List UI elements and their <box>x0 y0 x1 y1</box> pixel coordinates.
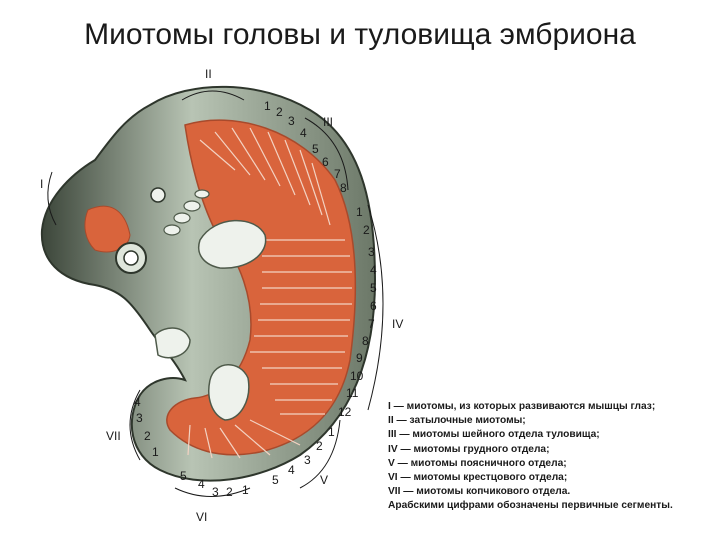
segment-number: 7 <box>334 167 341 181</box>
segment-number: 4 <box>198 477 205 491</box>
group-label-IV: IV <box>392 317 403 331</box>
pharyngeal-arches <box>163 189 210 236</box>
legend-line: III — миотомы шейного отдела туловища; <box>388 429 600 441</box>
legend-line: VI — миотомы крестцового отдела; <box>388 472 568 484</box>
lower-limb-bud <box>208 364 250 421</box>
segment-number: 1 <box>328 425 335 439</box>
group-brackets <box>47 90 384 497</box>
upper-limb-bud <box>198 219 267 269</box>
segment-number: 12 <box>338 405 352 419</box>
group-label-I: I <box>40 177 43 191</box>
segment-number: 3 <box>288 114 295 128</box>
segment-number: 1 <box>356 205 363 219</box>
segment-number: 4 <box>370 263 377 277</box>
page-title: Миотомы головы и туловища эмбриона <box>84 18 636 51</box>
segment-number: 1 <box>264 99 271 113</box>
segment-number: 5 <box>272 473 279 487</box>
segment-number: 8 <box>340 181 347 195</box>
segment-number: 5 <box>370 281 377 295</box>
coccygeal-numbers: 4 3 2 1 <box>134 395 159 459</box>
group-label-II: II <box>205 67 212 81</box>
segment-number: 3 <box>212 485 219 499</box>
segment-number: 11 <box>346 386 359 400</box>
segment-number: 4 <box>300 126 307 140</box>
cervical-numbers: 1 2 3 4 5 6 7 8 <box>264 99 347 195</box>
lumbar-numbers: 1 2 3 4 5 <box>272 425 335 487</box>
myotome-stripes <box>187 127 352 459</box>
segment-number: 4 <box>288 463 295 477</box>
segment-number: 5 <box>180 469 187 483</box>
ear-vesicle <box>150 187 166 203</box>
segment-number: 2 <box>316 439 323 453</box>
segment-number: 8 <box>362 334 369 348</box>
legend-line: II — затылочные миотомы; <box>388 415 526 427</box>
legend-line: I — миотомы, из которых развиваются мышц… <box>388 401 656 412</box>
segment-number: 2 <box>363 223 370 237</box>
group-label-V: V <box>320 473 328 487</box>
legend: I — миотомы, из которых развиваются мышц… <box>388 400 718 514</box>
segment-number: 3 <box>304 453 311 467</box>
group-label-III: III <box>323 115 333 129</box>
group-label-VII: VII <box>106 429 121 443</box>
group-label-VI: VI <box>196 510 207 524</box>
thoracic-numbers: 1 2 3 4 5 6 7 8 9 10 11 12 <box>338 205 377 419</box>
segment-number: 1 <box>152 445 159 459</box>
segment-number: 2 <box>144 429 151 443</box>
segment-number: 10 <box>350 369 364 383</box>
segment-number: 1 <box>242 483 249 497</box>
legend-line: IV — миотомы грудного отдела; <box>388 443 550 455</box>
segment-number: 6 <box>370 299 377 313</box>
sacral-numbers: 5 4 3 2 1 <box>180 469 249 499</box>
segment-number: 2 <box>276 105 283 119</box>
segment-number: 2 <box>226 485 233 499</box>
segment-number: 6 <box>322 155 329 169</box>
segment-number: 3 <box>368 245 375 259</box>
legend-line: V — миотомы поясничного отдела; <box>388 457 567 469</box>
umbilical-cord <box>154 327 191 359</box>
legend-line: VII — миотомы копчикового отдела. <box>388 486 571 498</box>
legend-line: Арабскими цифрами обозначены первичные с… <box>388 500 673 512</box>
segment-number: 5 <box>312 142 319 156</box>
segment-number: 9 <box>356 351 363 365</box>
segment-number: 3 <box>136 411 143 425</box>
segment-number: 4 <box>134 395 141 409</box>
segment-number: 7 <box>368 317 375 331</box>
